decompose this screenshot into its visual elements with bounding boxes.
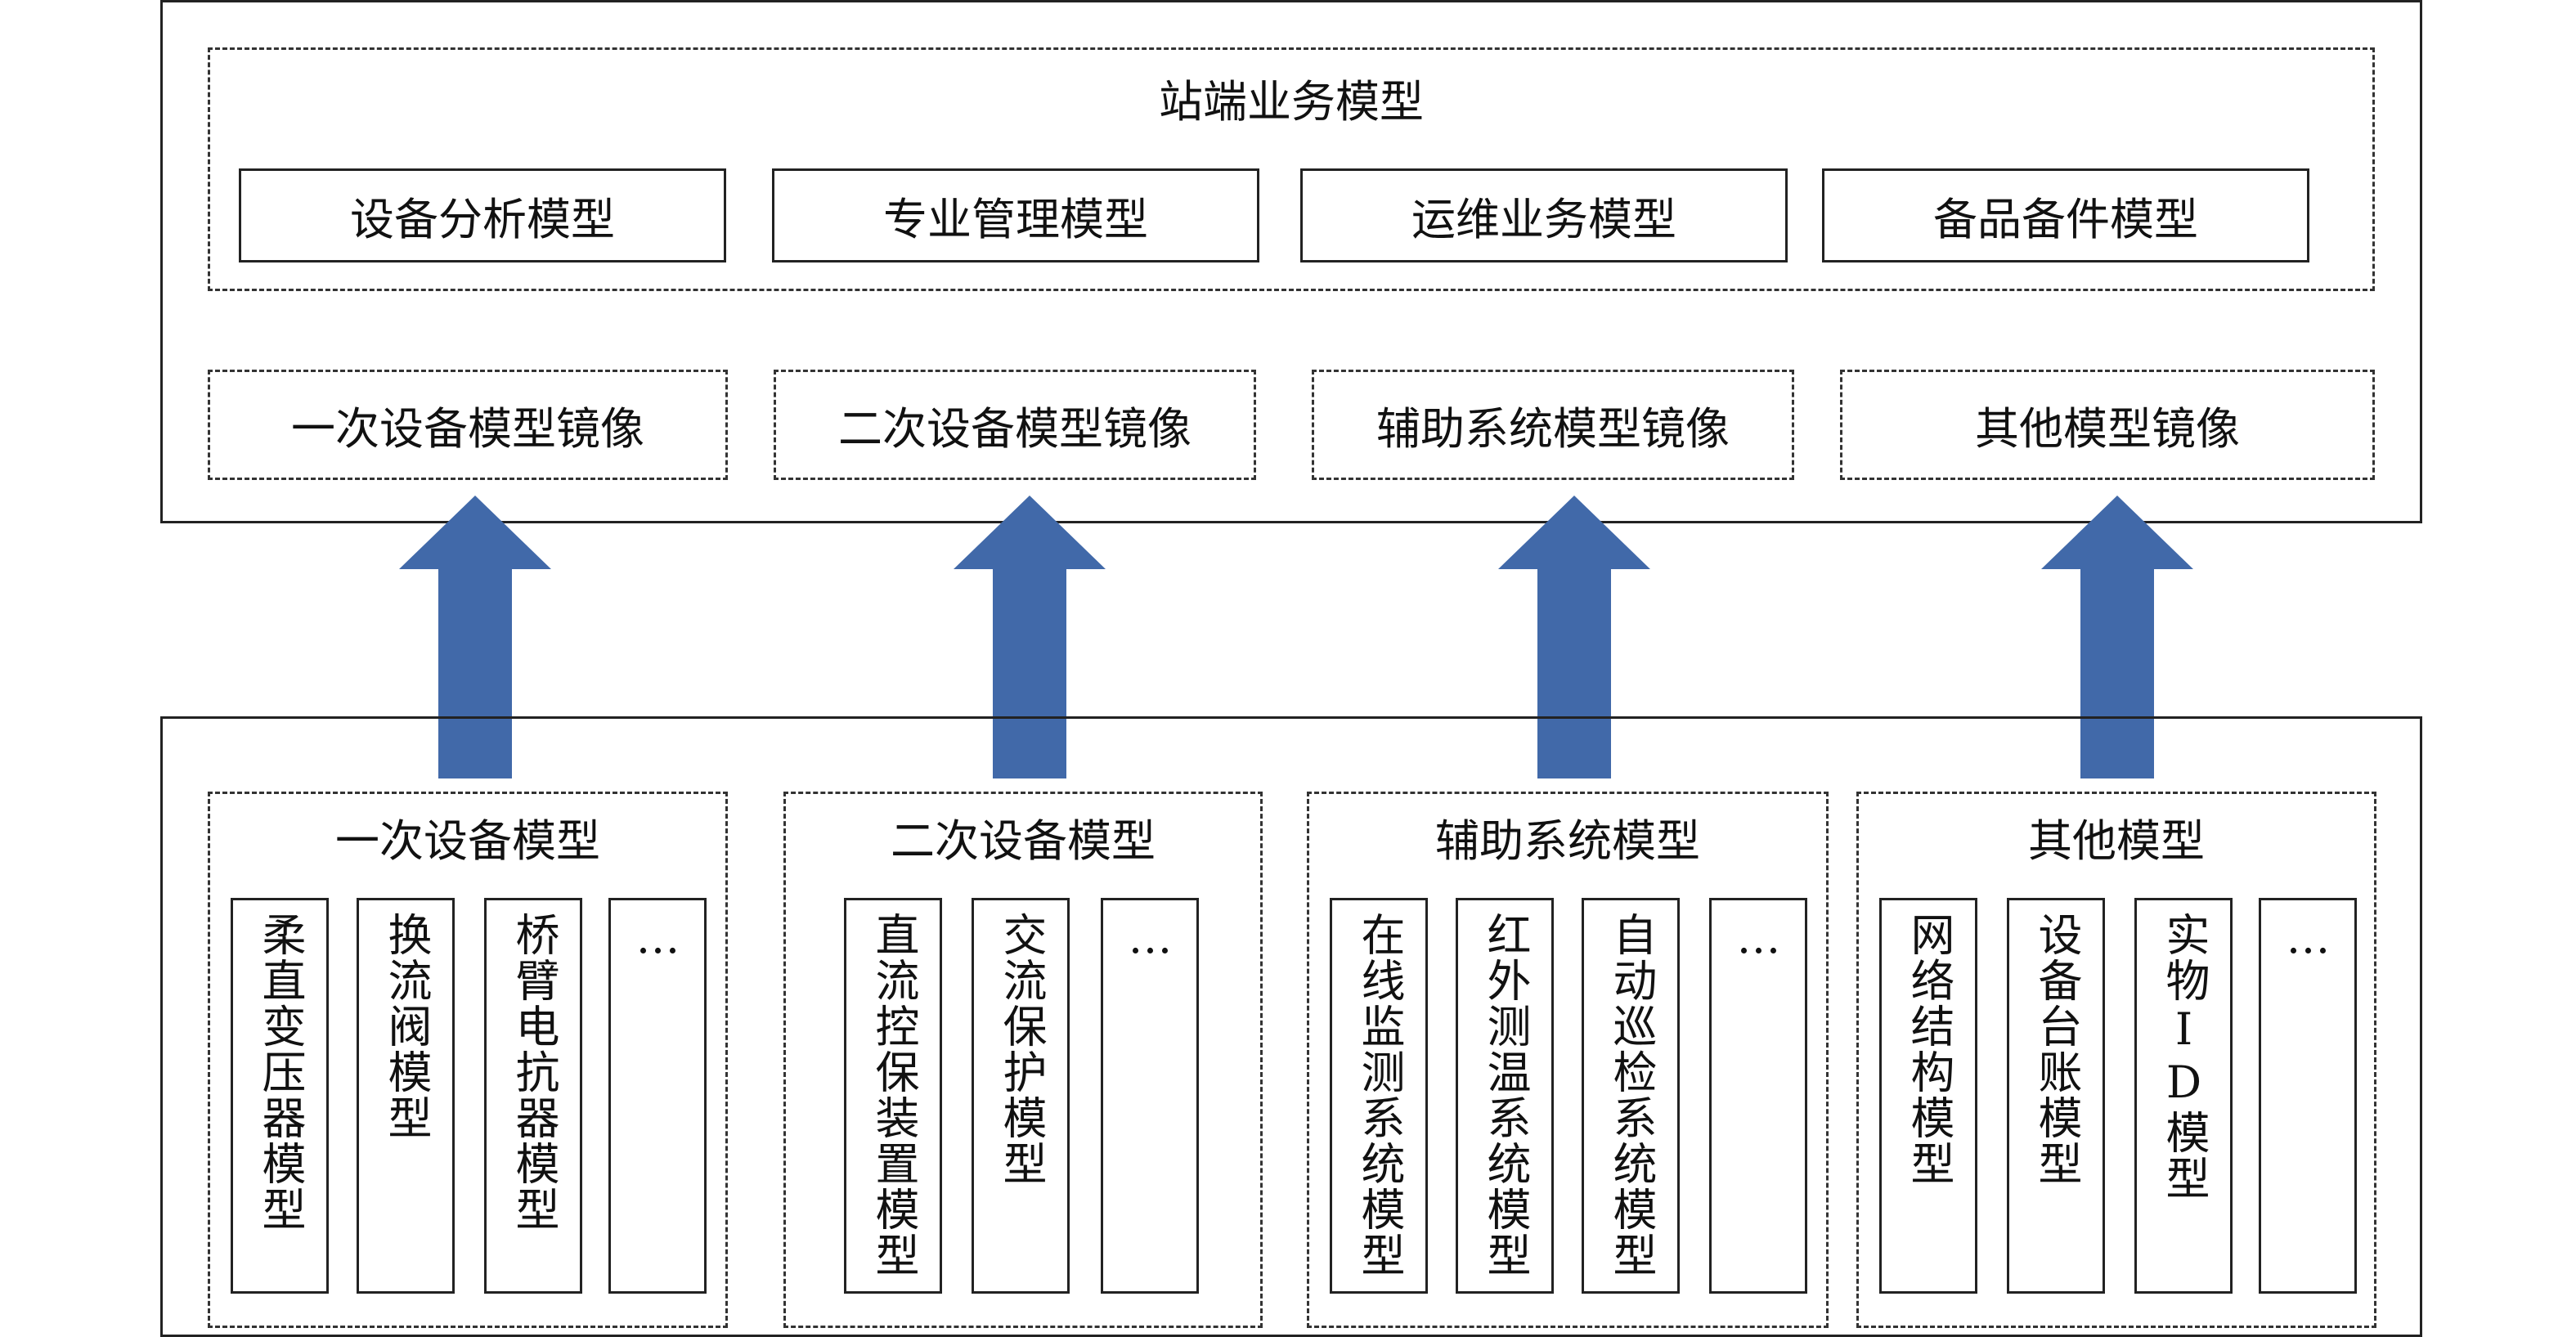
model-auto-inspection: 自动巡检系统模型 xyxy=(1582,898,1680,1294)
model-more-primary: … xyxy=(608,898,707,1294)
business-item-operation-maintenance: 运维业务模型 xyxy=(1300,168,1788,262)
model-equipment-ledger: 设备台账模型 xyxy=(2007,898,2105,1294)
business-item-professional-management: 专业管理模型 xyxy=(772,168,1259,262)
group-auxiliary-system-title: 辅助系统模型 xyxy=(1435,814,1700,867)
mirror-secondary-equipment: 二次设备模型镜像 xyxy=(774,370,1256,480)
equipment-layer-container xyxy=(160,716,2422,1337)
business-item-device-analysis: 设备分析模型 xyxy=(239,168,726,262)
group-secondary-equipment-title: 二次设备模型 xyxy=(891,814,1156,867)
up-arrow-auxiliary xyxy=(1498,496,1650,778)
model-dc-control-protection: 直流控保装置模型 xyxy=(844,898,942,1294)
group-primary-equipment xyxy=(208,792,728,1328)
business-item-spare-parts: 备品备件模型 xyxy=(1822,168,2309,262)
model-ac-protection: 交流保护模型 xyxy=(972,898,1070,1294)
group-auxiliary-system xyxy=(1307,792,1829,1328)
up-arrow-primary xyxy=(399,496,551,778)
group-secondary-equipment xyxy=(783,792,1263,1328)
model-network-structure: 网络结构模型 xyxy=(1879,898,1977,1294)
model-converter-valve: 换流阀模型 xyxy=(357,898,455,1294)
group-primary-equipment-title: 一次设备模型 xyxy=(335,814,600,867)
model-online-monitoring: 在线监测系统模型 xyxy=(1330,898,1428,1294)
group-other-models-title: 其他模型 xyxy=(2028,814,2205,867)
model-more-auxiliary: … xyxy=(1709,898,1807,1294)
model-physical-id: 实物ID模型 xyxy=(2134,898,2233,1294)
model-infrared-temperature: 红外测温系统模型 xyxy=(1456,898,1554,1294)
station-layer-container xyxy=(160,0,2422,523)
mirror-primary-equipment: 一次设备模型镜像 xyxy=(208,370,728,480)
group-other-models xyxy=(1856,792,2376,1328)
mirror-other-models: 其他模型镜像 xyxy=(1840,370,2375,480)
model-more-other: … xyxy=(2259,898,2357,1294)
model-bridge-arm-reactor: 桥臂电抗器模型 xyxy=(484,898,582,1294)
mirror-auxiliary-system: 辅助系统模型镜像 xyxy=(1312,370,1794,480)
business-model-group xyxy=(208,47,2375,291)
up-arrow-other xyxy=(2041,496,2193,778)
business-model-title: 站端业务模型 xyxy=(1159,75,1424,128)
up-arrow-secondary xyxy=(954,496,1106,778)
model-flexible-dc-transformer: 柔直变压器模型 xyxy=(231,898,329,1294)
model-more-secondary: … xyxy=(1101,898,1199,1294)
